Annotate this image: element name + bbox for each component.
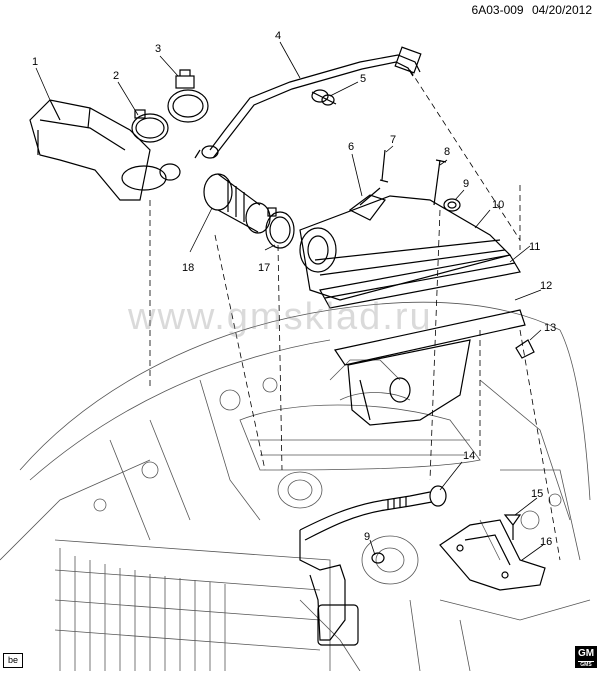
- callout-14: 14: [463, 450, 475, 462]
- gm-logo-brand: GM: [577, 648, 595, 659]
- callout-9: 9: [463, 178, 469, 190]
- part-15-fastener: [503, 514, 522, 540]
- part-7-screw: [379, 149, 389, 183]
- part-18-coupler: [203, 173, 271, 234]
- part-13-insulator: [515, 339, 535, 359]
- part-14-hose: [384, 485, 447, 511]
- callout-4: 4: [275, 30, 281, 42]
- callout-6: 6: [348, 141, 354, 153]
- part-16-lower-bracket: [439, 519, 546, 591]
- callout-13: 13: [544, 322, 556, 334]
- callout-8: 8: [444, 146, 450, 158]
- part-11-filter-element: [319, 254, 521, 309]
- diagram-code: 6A03-009: [471, 3, 524, 17]
- part-12-air-cleaner-housing: [334, 309, 526, 426]
- callout-11: 11: [529, 241, 540, 253]
- callout-3: 3: [155, 43, 161, 55]
- throttle-duct: [121, 163, 386, 646]
- callout-leaders: [35, 41, 544, 561]
- callout-labels: 1 2 3 4 5 6 7 8 9 10 11 12 13 14 15 16 1…: [32, 30, 556, 548]
- callout-2: 2: [113, 70, 119, 82]
- part-1-air-intake-duct: [29, 99, 151, 201]
- callout-10: 10: [492, 199, 504, 211]
- part-9-grommet: [443, 198, 461, 212]
- watermark: www.gmsklad.ru: [128, 296, 433, 338]
- part-2-clamp: [131, 109, 169, 143]
- callout-17: 17: [258, 262, 270, 274]
- engine-bay: [0, 301, 591, 672]
- part-3-clamp: [167, 69, 209, 123]
- corner-badge: be: [3, 653, 23, 668]
- gm-logo-sub: GMS: [578, 661, 594, 668]
- part-5-clip: [311, 89, 337, 106]
- part-10-air-cleaner-cover: [299, 195, 512, 301]
- callout-18: 18: [182, 262, 194, 274]
- callout-15: 15: [531, 488, 543, 500]
- callout-9-lower: 9: [364, 531, 370, 543]
- callout-7: 7: [390, 134, 396, 146]
- part-4-vent-tube: [194, 46, 422, 159]
- callout-1: 1: [32, 56, 38, 68]
- callout-12: 12: [540, 280, 552, 292]
- part-8-bolt: [433, 159, 447, 206]
- gm-logo: GM GMS: [575, 646, 597, 668]
- reference-lines: [149, 69, 561, 561]
- callout-16: 16: [540, 536, 552, 548]
- diagram-date: 04/20/2012: [531, 3, 592, 17]
- diagram-header: 6A03-009 04/20/2012: [467, 3, 592, 17]
- part-6-mass-airflow-sensor: [348, 187, 386, 221]
- callout-5: 5: [360, 73, 366, 85]
